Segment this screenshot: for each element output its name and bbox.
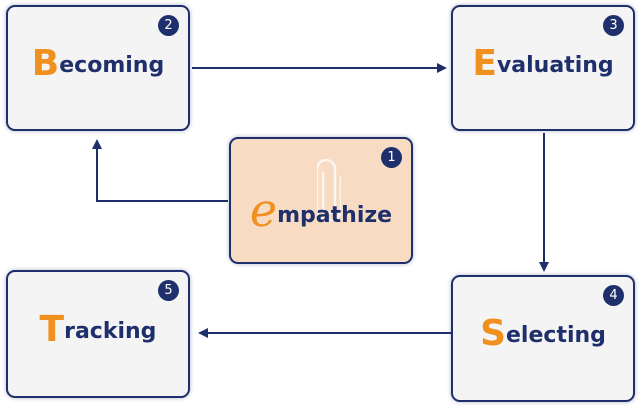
step-becoming-box: 2 Becoming — [6, 5, 190, 131]
step-selecting-label: Selecting — [453, 313, 633, 354]
step-initial-letter: E — [472, 43, 497, 84]
step-initial-letter: e — [249, 183, 278, 237]
step-evaluating-label: Evaluating — [453, 43, 633, 84]
step-empathize-label: empathize — [231, 183, 411, 237]
step-label-rest: valuating — [496, 53, 614, 78]
step-label-rest: mpathize — [277, 203, 393, 228]
step-evaluating-box: 3 Evaluating — [451, 5, 635, 131]
step-initial-letter: S — [480, 313, 507, 354]
step-label-rest: electing — [506, 323, 606, 348]
step-label-rest: racking — [64, 319, 157, 344]
step-tracking-box: 5 Tracking — [6, 270, 190, 398]
step-becoming-label: Becoming — [8, 43, 188, 84]
step-selecting-box: 4 Selecting — [451, 275, 635, 402]
step-tracking-label: Tracking — [8, 309, 188, 350]
step-initial-letter: B — [31, 43, 60, 84]
step-label-rest: ecoming — [59, 53, 165, 78]
paperclip-icon — [317, 159, 341, 221]
step-number-badge: 2 — [158, 15, 179, 36]
step-number-badge: 4 — [603, 285, 624, 306]
step-empathize-box: 1 empathize — [229, 137, 413, 264]
step-number-badge: 3 — [603, 15, 624, 36]
step-initial-letter: T — [39, 309, 65, 350]
arrow-empathize-to-becoming — [92, 139, 228, 202]
step-number-badge: 5 — [158, 280, 179, 301]
step-number-badge: 1 — [381, 147, 402, 168]
